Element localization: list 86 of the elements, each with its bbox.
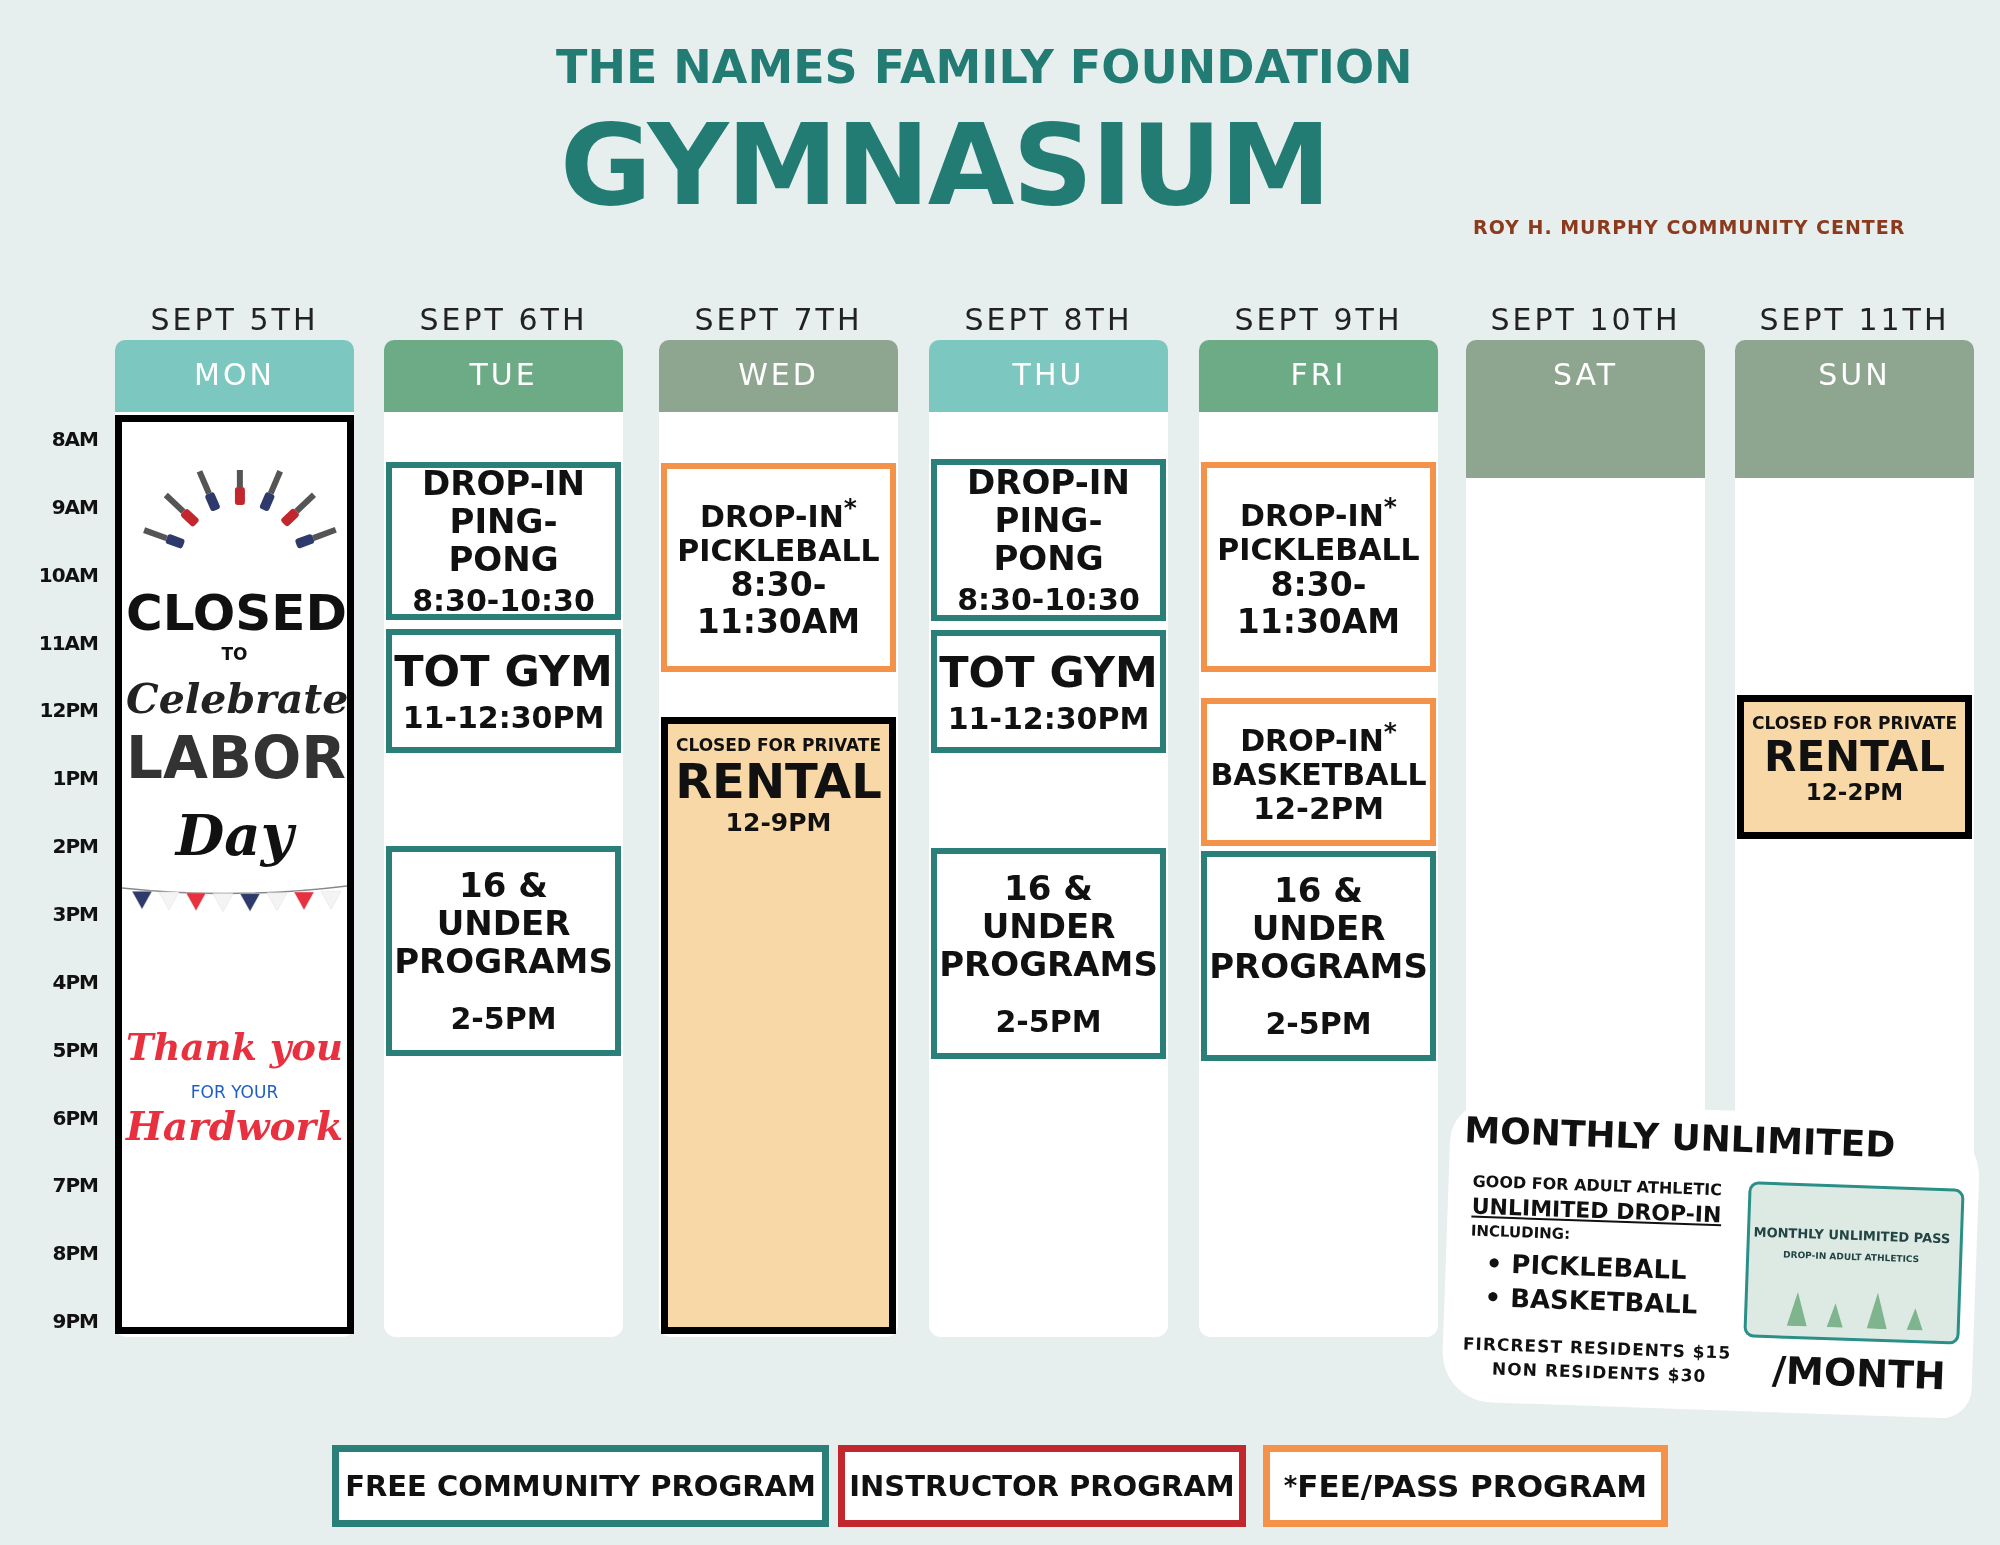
event-card: [386, 846, 621, 1056]
time-label: 1PM: [51, 766, 98, 791]
event-text: 8:30-11:30AM: [695, 567, 862, 642]
date-label: SEPT 5TH: [149, 301, 320, 339]
script-word: Day: [122, 800, 347, 870]
date-label: SEPT 6TH: [418, 301, 589, 339]
heading: MONTHLY UNLIMITED: [1463, 1109, 1896, 1166]
price-text: FIRCREST RESIDENTS $15: [1462, 1333, 1732, 1363]
card-text: DROP-IN ADULT ATHLETICS: [1782, 1248, 1921, 1266]
price-unit: /MONTH: [1771, 1348, 1947, 1399]
event-card: [661, 717, 896, 1334]
event-card: [386, 462, 621, 620]
time-label: 9AM: [50, 494, 98, 519]
event-card: [931, 459, 1166, 621]
event-text: 8:30-11:30AM: [1235, 566, 1402, 641]
event-title: CLOSED FOR PRIVATE: [1751, 714, 1957, 734]
date-label: SEPT 9TH: [1233, 301, 1404, 339]
event-card: [1201, 851, 1436, 1061]
event-text: 8:30-10:30: [957, 583, 1140, 617]
event-card: [1201, 698, 1436, 846]
time-label: 6PM: [51, 1105, 98, 1130]
event-title: DROP-IN PING-PONG: [421, 464, 586, 579]
card-text: MONTHLY UNLIMITED PASS: [1752, 1224, 1952, 1247]
event-title: CLOSED FOR PRIVATE: [675, 736, 881, 756]
event-title: 16 & UNDER PROGRAMS: [394, 866, 613, 981]
time-label: 7PM: [51, 1173, 98, 1198]
day-header: TUE: [384, 340, 623, 412]
day-header: WED: [659, 340, 898, 412]
legend-key: FREE COMMUNITY PROGRAM: [332, 1445, 829, 1527]
time-label: 10AM: [37, 562, 98, 587]
event-title: DROP-IN$^{*}$ PICKLEBALL: [676, 493, 881, 568]
time-label: 11AM: [37, 630, 98, 655]
day-header: THU: [929, 340, 1168, 412]
pass-text: INCLUDING:: [1470, 1221, 1571, 1244]
time-label: 12PM: [38, 698, 98, 723]
event-card: [931, 630, 1166, 753]
event-title: 16 & UNDER PROGRAMS: [939, 868, 1158, 983]
event-text: RENTAL: [1764, 733, 1945, 781]
event-card: [661, 463, 896, 672]
day-header: FRI: [1199, 340, 1438, 412]
time-label: 3PM: [51, 901, 98, 926]
event-title: TOT GYM: [394, 647, 613, 696]
date-label: SEPT 7TH: [693, 301, 864, 339]
event-text: 2-5PM: [1265, 1007, 1372, 1041]
event-title: DROP-IN PING-PONG: [966, 463, 1131, 578]
event-text: 11-12:30PM: [947, 701, 1150, 736]
small-word: TO: [220, 644, 249, 666]
day-header: SAT: [1466, 340, 1705, 478]
event-card: [931, 848, 1166, 1059]
venue-name: ROY H. MURPHY COMMUNITY CENTER: [1473, 216, 1906, 238]
title: GYMNASIUM: [560, 99, 1330, 232]
date-label: SEPT 10TH: [1489, 301, 1682, 339]
heading-word: LABOR: [125, 723, 347, 794]
event-title: DROP-IN$^{*}$ BASKETBALL: [1210, 718, 1427, 792]
day-header: MON: [115, 340, 354, 412]
event-text: 12-9PM: [725, 808, 832, 837]
event-text: RENTAL: [675, 755, 882, 809]
legend-key: INSTRUCTOR PROGRAM: [838, 1445, 1246, 1527]
event-title: DROP-IN$^{*}$ PICKLEBALL: [1216, 493, 1421, 567]
script-word: Thank you: [125, 1024, 344, 1071]
heading: THE NAMES FAMILY FOUNDATION: [556, 40, 1413, 94]
time-label: 2PM: [51, 834, 98, 859]
event-text: 11-12:30PM: [402, 701, 605, 735]
closed-panel: [115, 415, 354, 1334]
date-label: SEPT 8TH: [963, 301, 1134, 339]
event-card: [386, 629, 621, 753]
time-label: 4PM: [51, 969, 98, 994]
small-word: FOR YOUR: [189, 1082, 280, 1104]
script-word: Celebrate: [125, 674, 347, 725]
day-header: SUN: [1735, 340, 1974, 478]
event-title: TOT GYM: [939, 647, 1158, 696]
event-text: 2-5PM: [995, 1004, 1102, 1039]
event-card: [1737, 695, 1972, 839]
time-label: 8AM: [50, 427, 98, 451]
event-text: 12-2PM: [1805, 780, 1904, 806]
script-word: Hardwork: [124, 1102, 345, 1151]
date-label: SEPT 11TH: [1758, 301, 1951, 339]
event-text: 2-5PM: [450, 1002, 557, 1036]
event-text: 8:30-10:30: [412, 584, 595, 618]
closed-heading: CLOSED: [125, 583, 347, 644]
event-text: 12-2PM: [1252, 791, 1385, 826]
event-card: [1201, 462, 1436, 672]
event-title: 16 & UNDER PROGRAMS: [1209, 871, 1428, 986]
time-label: 5PM: [51, 1037, 98, 1062]
time-label: 9PM: [51, 1309, 98, 1334]
time-label: 8PM: [51, 1241, 98, 1266]
